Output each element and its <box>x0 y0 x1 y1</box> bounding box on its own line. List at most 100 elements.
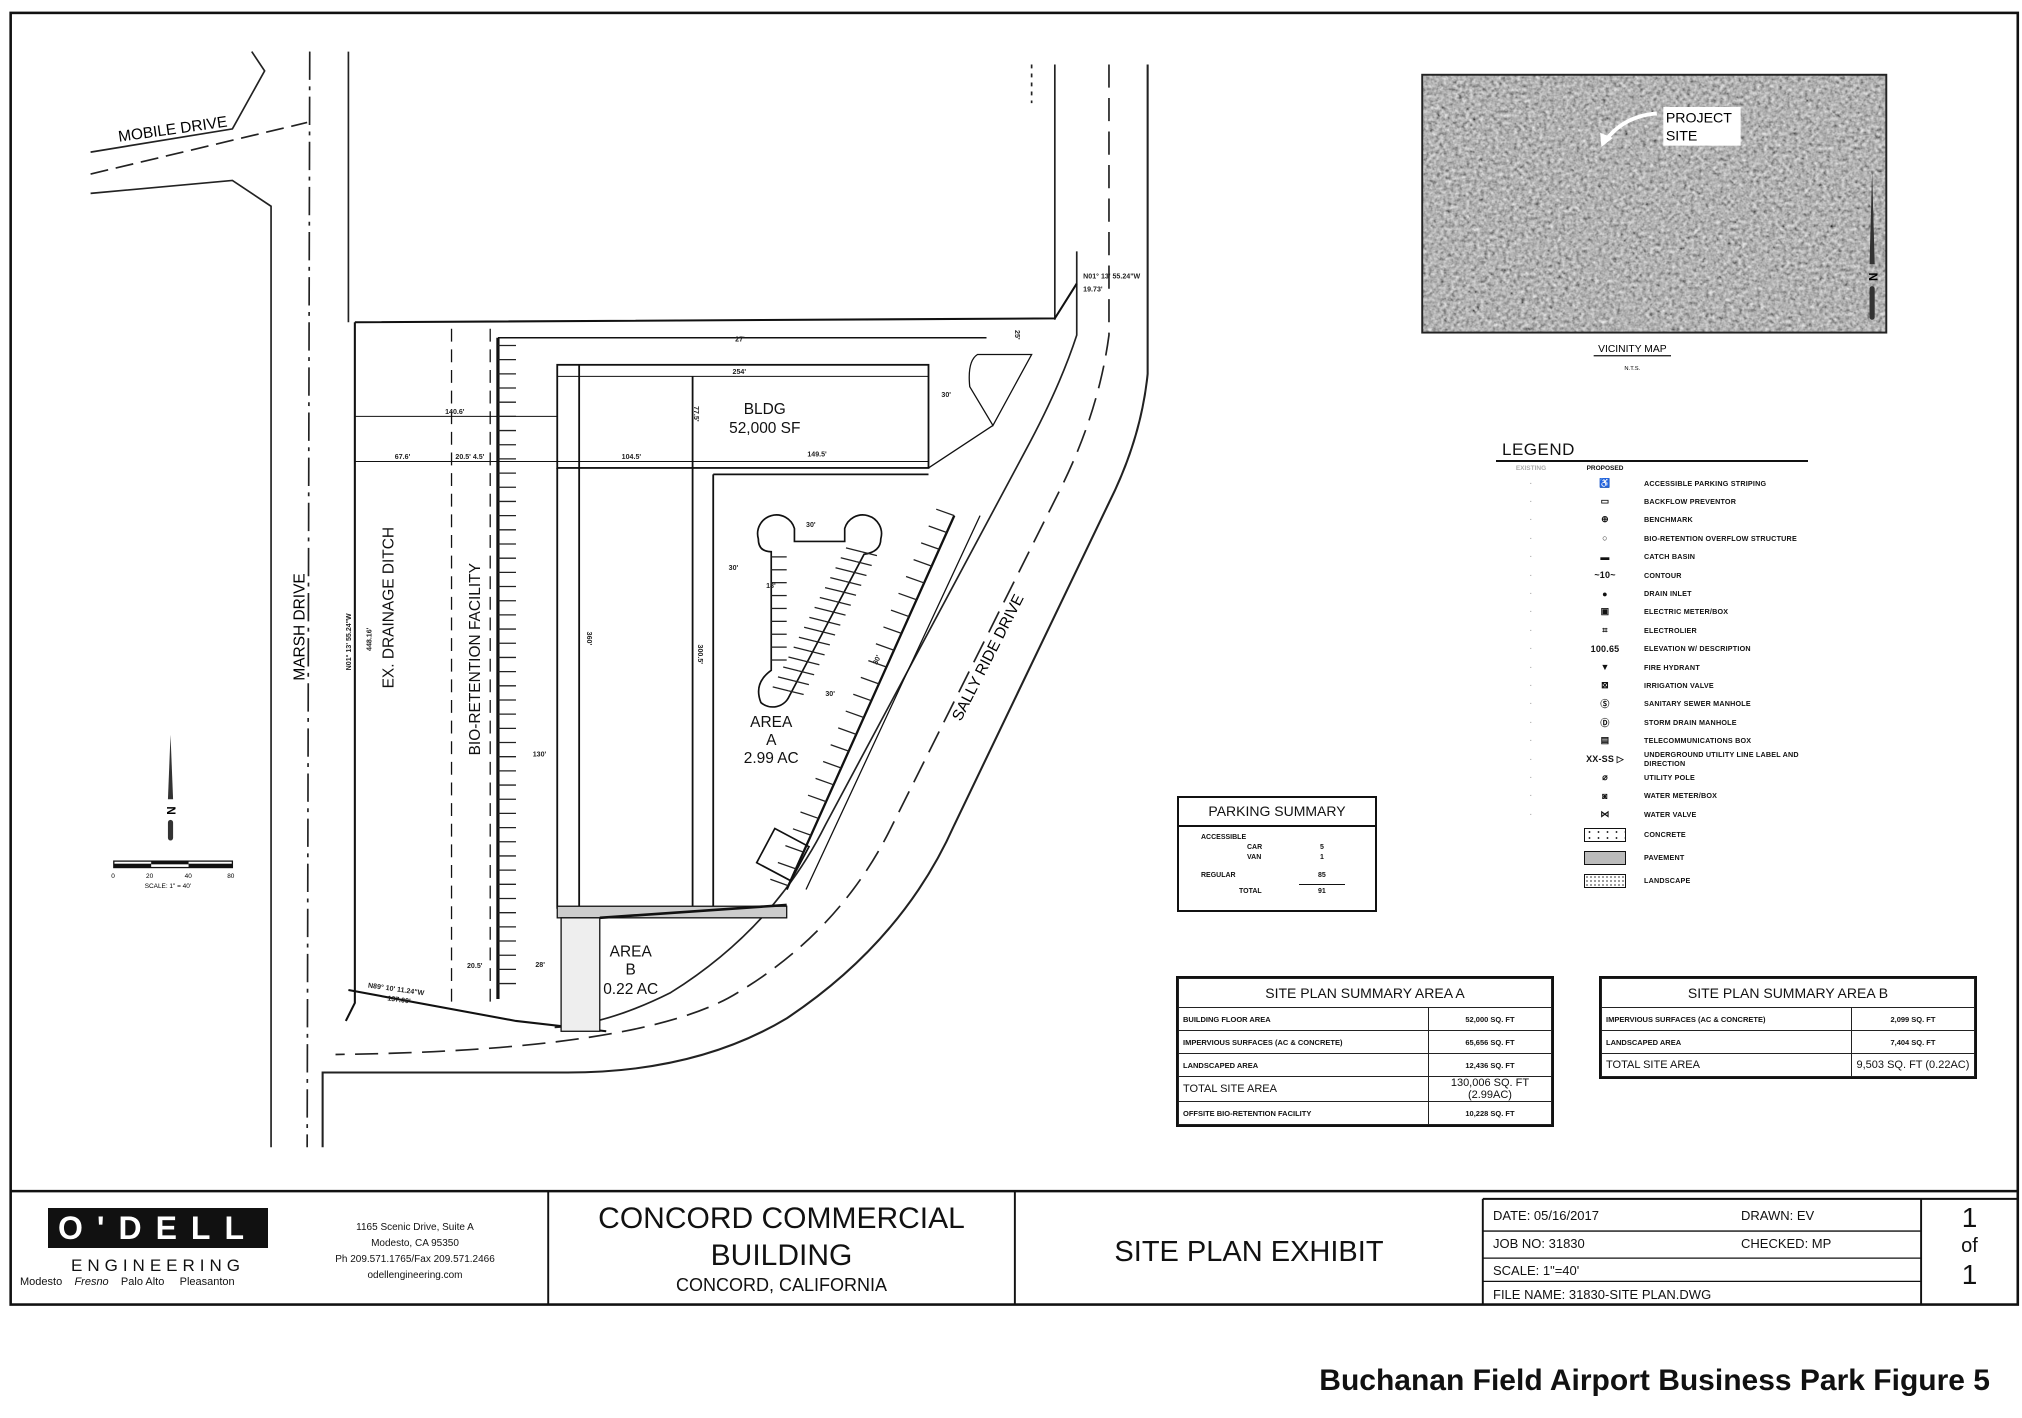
legend-existing-symbol-icon: · <box>1529 699 1533 709</box>
site-boundary <box>344 283 1078 1033</box>
legend-symbol-icon: ▤ <box>1600 735 1610 746</box>
legend-item: ·○BIO-RETENTION OVERFLOW STRUCTURE <box>1496 529 1808 547</box>
legend-label: SANITARY SEWER MANHOLE <box>1644 699 1751 709</box>
legend-label: TELECOMMUNICATIONS BOX <box>1644 736 1752 746</box>
label-building: BLDG <box>744 401 786 418</box>
legend-item: ·●DRAIN INLET <box>1496 584 1808 602</box>
legend-item: ·~10~CONTOUR <box>1496 566 1808 584</box>
label-area-a-letter: A <box>766 732 777 749</box>
legend-symbol-icon: Ⓢ <box>1600 699 1610 710</box>
legend-label: DRAIN INLET <box>1644 589 1692 599</box>
vicinity-map: PROJECT SITE VICINITY MAP N.T.S. N <box>1421 73 1888 372</box>
label-bio-retention: BIO-RETENTION FACILITY <box>467 563 484 755</box>
row-label: LANDSCAPED AREA <box>1178 1053 1429 1077</box>
parking-stall-line <box>777 676 794 682</box>
parking-stall-line <box>883 626 902 635</box>
parking-stall-line <box>837 727 857 735</box>
legend-existing-symbol-icon: · <box>1529 809 1533 819</box>
legend-label: CONTOUR <box>1644 570 1682 580</box>
legend-label: ACCESSIBLE PARKING STRIPING <box>1644 478 1767 488</box>
legend-label: FIRE HYDRANT <box>1644 662 1700 672</box>
legend-item: ·◙WATER METER/BOX <box>1496 787 1808 805</box>
legend-col-existing: EXISTING <box>1515 464 1547 472</box>
row-value: 10,228 SQ. FT <box>1427 1101 1553 1125</box>
dim: 137.00' <box>387 994 412 1005</box>
parking-stall-line <box>928 525 947 534</box>
legend-label: ELEVATION W/ DESCRIPTION <box>1644 644 1751 654</box>
legend-item: ·⋈WATER VALVE <box>1496 805 1808 823</box>
parking-stall-line <box>840 557 857 563</box>
parking-summary: PARKING SUMMARY ACCESSIBLE CAR 5 VAN 1 R… <box>1177 796 1377 912</box>
parking-stall-line <box>800 811 819 820</box>
svg-text:N: N <box>1867 273 1880 281</box>
parking-stall-line <box>777 861 797 870</box>
legend-existing-symbol-icon: · <box>1529 662 1533 672</box>
north-arrow-icon: N <box>1867 170 1880 320</box>
svg-text:SCALE: 1" = 40': SCALE: 1" = 40' <box>145 883 191 890</box>
dim: 30' <box>806 521 816 529</box>
title-block-lines <box>547 1191 2018 1305</box>
legend-label: CATCH BASIN <box>1644 552 1696 562</box>
dim: N01° 13' 55.24"W <box>1083 272 1140 280</box>
row-label: IMPERVIOUS SURFACES (AC & CONCRETE) <box>1178 1030 1429 1054</box>
parking-stall-line <box>798 636 815 642</box>
total-count: 91 <box>1318 888 1326 895</box>
parking-stall-line <box>808 650 825 656</box>
parking-stall-line <box>830 577 846 583</box>
parking-stall-line <box>803 626 820 632</box>
dim: 25' <box>1013 330 1021 340</box>
legend-symbol-icon: ⋈ <box>1600 808 1610 819</box>
row-value: 9,503 SQ. FT (0.22AC) <box>1850 1053 1976 1077</box>
parking-stall-line <box>890 609 910 618</box>
parking-stall-line <box>853 693 872 702</box>
row-value: 2,099 SQ. FT <box>1850 1007 1976 1031</box>
legend-item: · Ⓢ SANITARY SEWER MANHOLE <box>1496 695 1808 713</box>
dim: 140.6' <box>445 408 465 416</box>
legend-existing-symbol-icon: · <box>1529 791 1533 801</box>
legend-symbol-icon: ♿ <box>1599 477 1611 488</box>
row-value: 7,404 SQ. FT <box>1850 1030 1976 1054</box>
legend-label: LANDSCAPE <box>1644 876 1691 886</box>
parking-stall-line <box>788 690 804 696</box>
legend-label: UTILITY POLE <box>1644 772 1695 782</box>
parking-stall-line <box>913 559 932 567</box>
dim: 30' <box>729 564 739 572</box>
legend-existing-symbol-icon: · <box>1529 533 1533 543</box>
parking-stall-line <box>807 794 827 803</box>
legend-symbol-icon: XX-SS ▷ <box>1586 753 1624 764</box>
legend-item: ·▤TELECOMMUNICATIONS BOX <box>1496 731 1808 749</box>
svg-text:N.T.S.: N.T.S. <box>1624 366 1640 372</box>
legend-label: ELECTROLIER <box>1644 625 1697 635</box>
vicinity-map-title: VICINITY MAP <box>1598 344 1667 355</box>
legend-label: BACKFLOW PREVENTOR <box>1644 497 1737 507</box>
parking-stalls <box>497 344 955 985</box>
legend-item: ·XX-SS ▷UNDERGROUND UTILITY LINE LABEL A… <box>1496 750 1808 768</box>
dim: 130' <box>533 751 547 759</box>
legend-existing-symbol-icon: · <box>1529 680 1533 690</box>
dim: N01° 13' 55.24"W <box>345 613 353 670</box>
legend-item: LANDSCAPE <box>1496 869 1808 892</box>
parking-stall-line <box>824 620 841 626</box>
legend-symbol-icon: Ⓓ <box>1600 717 1610 728</box>
scale-bar: 0 20 40 80 SCALE: 1" = 40' <box>111 860 235 890</box>
parking-stall-line <box>803 660 820 666</box>
row-label: LANDSCAPED AREA <box>1601 1030 1852 1054</box>
row-value: 130,006 SQ. FT (2.99AC) <box>1427 1076 1553 1102</box>
parking-stall-line <box>814 640 830 646</box>
legend-symbol-icon: ◙ <box>1602 790 1608 801</box>
hatch-landscape-icon <box>1566 873 1644 888</box>
parking-stall-line <box>830 744 849 752</box>
legend-existing-symbol-icon: · <box>1529 589 1533 599</box>
area-a-title: SITE PLAN SUMMARY AREA A <box>1178 978 1552 1008</box>
dim: 77.5' <box>692 406 700 422</box>
row-label: TOTAL SITE AREA <box>1601 1053 1852 1077</box>
row-value: 52,000 SQ. FT <box>1427 1007 1553 1031</box>
legend-label: CONCRETE <box>1644 830 1686 840</box>
label-building-area: 52,000 SF <box>729 420 800 437</box>
label-area-a: AREA <box>750 714 793 731</box>
parking-stall-line <box>770 878 789 887</box>
